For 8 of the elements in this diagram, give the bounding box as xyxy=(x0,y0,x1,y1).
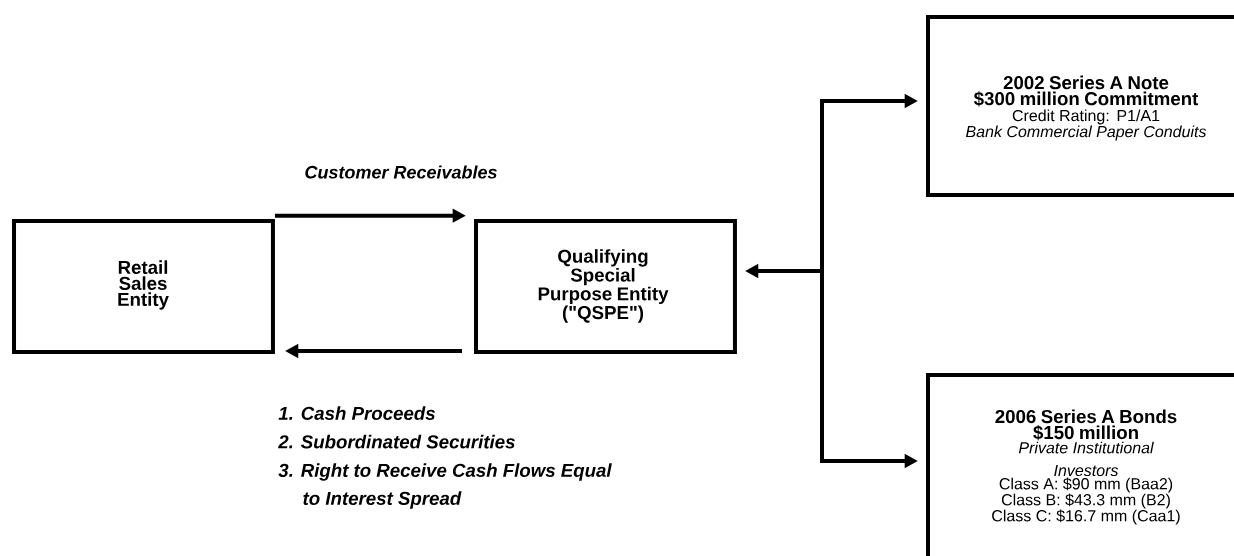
list-item: 1. Cash Proceeds xyxy=(278,406,435,420)
list-item: 2. Subordinated Securities xyxy=(278,434,515,449)
list-item: 3. Right to Receive Cash Flows Equal to Interest Spread xyxy=(278,463,612,509)
entity-box: Qualifying Special Purpose Entity ("QSPE") xyxy=(474,219,737,354)
entity-box: 2002 Series A Note $300 million Commitment Credit Rating: P1/A1 Bank Commercial Paper Conduits xyxy=(926,15,1234,197)
entity-box: Retail Sales Entity xyxy=(12,219,275,354)
entity-box: 2006 Series A Bonds $150 million Private Institutional Investors Class A: $90 mm (Baa2) Class B: $43.3 mm (B2) Class C: $16.7 mm (Caa1) xyxy=(926,373,1234,556)
edge-label: Customer Receivables xyxy=(303,164,499,180)
